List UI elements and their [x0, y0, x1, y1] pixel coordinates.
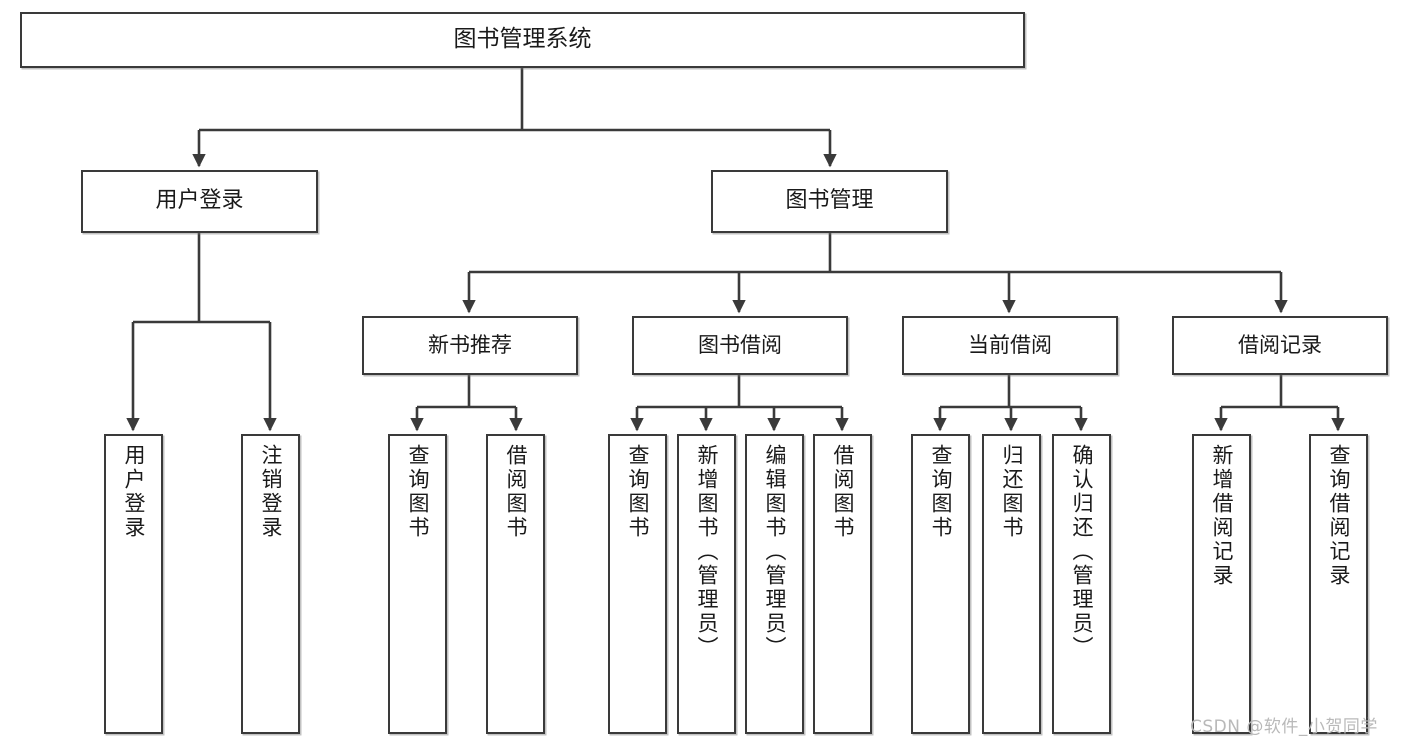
node-leaf-confirm-return[interactable]: 确认归还（管理员） [1052, 434, 1111, 734]
node-borrow-record-label: 借阅记录 [1238, 332, 1322, 357]
node-leaf-user-logout-label: 注销登录 [259, 444, 283, 540]
node-leaf-add-record[interactable]: 新增借阅记录 [1192, 434, 1251, 734]
node-leaf-query-book-1[interactable]: 查询图书 [388, 434, 447, 734]
node-current-borrow[interactable]: 当前借阅 [902, 316, 1118, 375]
node-borrow-record[interactable]: 借阅记录 [1172, 316, 1388, 375]
node-leaf-query-book-3[interactable]: 查询图书 [911, 434, 970, 734]
node-leaf-add-record-label: 新增借阅记录 [1210, 444, 1234, 588]
node-leaf-borrow-book-2[interactable]: 借阅图书 [813, 434, 872, 734]
node-leaf-edit-book-label: 编辑图书（管理员） [763, 444, 787, 660]
node-leaf-user-logout[interactable]: 注销登录 [241, 434, 300, 734]
node-current-borrow-label: 当前借阅 [968, 332, 1052, 357]
node-leaf-return-book-label: 归还图书 [1000, 444, 1024, 540]
node-leaf-query-record[interactable]: 查询借阅记录 [1309, 434, 1368, 734]
node-user-login[interactable]: 用户登录 [81, 170, 318, 233]
node-book-borrow-label: 图书借阅 [698, 332, 782, 357]
node-leaf-borrow-book-1-label: 借阅图书 [504, 444, 528, 540]
node-leaf-query-book-2[interactable]: 查询图书 [608, 434, 667, 734]
node-book-borrow[interactable]: 图书借阅 [632, 316, 848, 375]
node-leaf-add-book-label: 新增图书（管理员） [695, 444, 719, 660]
node-leaf-query-record-label: 查询借阅记录 [1327, 444, 1351, 588]
csdn-watermark: CSDN @软件_小贺同学 [1190, 717, 1378, 737]
node-book-management-label: 图书管理 [785, 188, 874, 214]
node-new-book-recommend-label: 新书推荐 [428, 332, 512, 357]
node-root[interactable]: 图书管理系统 [20, 12, 1025, 68]
node-leaf-add-book[interactable]: 新增图书（管理员） [677, 434, 736, 734]
node-leaf-user-login[interactable]: 用户登录 [104, 434, 163, 734]
node-new-book-recommend[interactable]: 新书推荐 [362, 316, 578, 375]
node-leaf-query-book-1-label: 查询图书 [406, 444, 430, 540]
node-root-label: 图书管理系统 [453, 26, 592, 53]
node-book-management[interactable]: 图书管理 [711, 170, 948, 233]
node-leaf-return-book[interactable]: 归还图书 [982, 434, 1041, 734]
node-leaf-query-book-3-label: 查询图书 [929, 444, 953, 540]
node-leaf-user-login-label: 用户登录 [122, 444, 146, 540]
node-leaf-borrow-book-2-label: 借阅图书 [831, 444, 855, 540]
node-user-login-label: 用户登录 [155, 188, 244, 214]
node-leaf-edit-book[interactable]: 编辑图书（管理员） [745, 434, 804, 734]
node-leaf-borrow-book-1[interactable]: 借阅图书 [486, 434, 545, 734]
node-leaf-confirm-return-label: 确认归还（管理员） [1070, 444, 1094, 660]
node-leaf-query-book-2-label: 查询图书 [626, 444, 650, 540]
